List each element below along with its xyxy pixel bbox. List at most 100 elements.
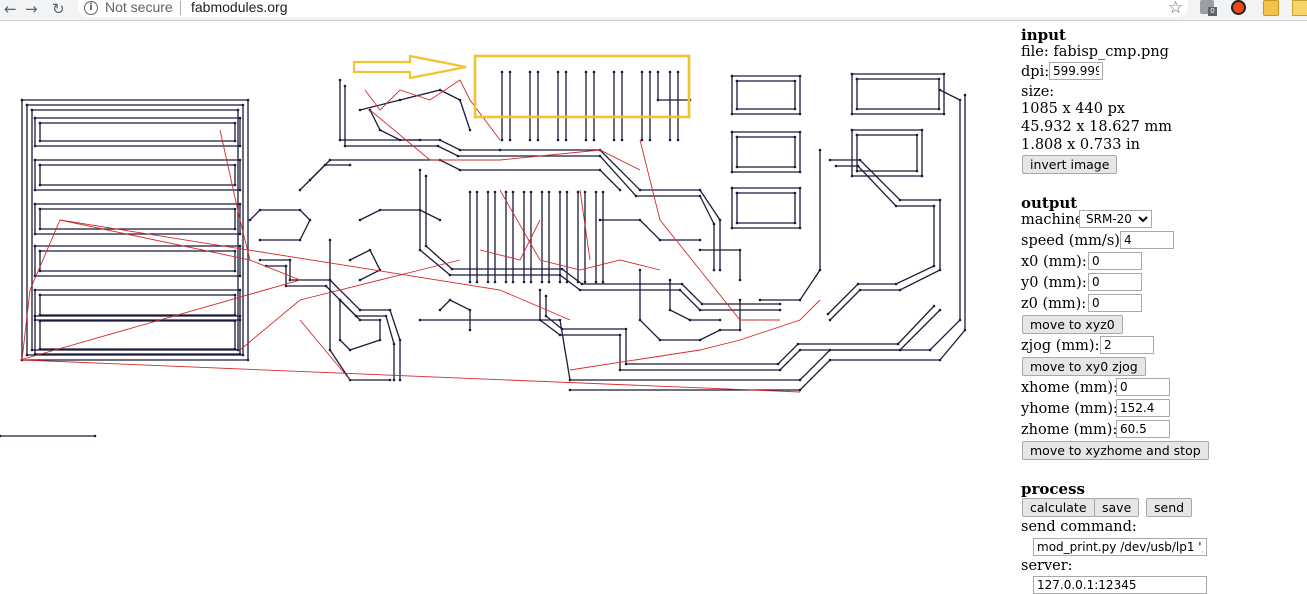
extension-folder-icon[interactable]: [1263, 0, 1279, 16]
machine-label: machine: [1021, 212, 1084, 228]
dpi-input[interactable]: [1049, 62, 1103, 80]
path-vertex: [468, 328, 472, 332]
move-to-xyz0-button[interactable]: move to xyz0: [1022, 315, 1123, 334]
path-vertex: [558, 280, 562, 284]
jog-path: [569, 299, 821, 371]
yhome-input[interactable]: [1116, 399, 1170, 417]
send-command-input[interactable]: [1033, 538, 1207, 556]
save-button[interactable]: save: [1094, 498, 1140, 517]
y0-input[interactable]: [1088, 273, 1142, 291]
path-vertex: [358, 108, 362, 112]
path-vertex: [858, 288, 862, 292]
path-vertex: [38, 183, 42, 187]
path-vertex: [238, 288, 242, 292]
path-vertex: [898, 288, 902, 292]
xhome-label: xhome (mm):: [1021, 380, 1118, 396]
machine-select[interactable]: SRM-20: [1079, 210, 1152, 228]
path-vertex: [958, 318, 962, 322]
zjog-input[interactable]: [1100, 336, 1154, 354]
path-vertex: [398, 138, 402, 142]
z0-input[interactable]: [1088, 294, 1142, 312]
path-vertex: [915, 133, 919, 137]
path-vertex: [93, 434, 97, 438]
path-vertex: [33, 158, 37, 162]
path-vertex: [504, 190, 508, 194]
x0-input[interactable]: [1088, 252, 1142, 270]
server-input[interactable]: [1033, 576, 1207, 594]
path-vertex: [392, 342, 396, 346]
path-vertex: [592, 138, 596, 142]
path-vertex: [343, 144, 347, 148]
path-vertex: [592, 70, 596, 74]
dpi-label: dpi:: [1021, 64, 1050, 80]
path-vertex: [564, 70, 568, 74]
toolpath-canvas[interactable]: [0, 20, 1015, 594]
move-to-xy0-zjog-button[interactable]: move to xy0 zjog: [1022, 357, 1146, 376]
path-vertex: [938, 198, 942, 202]
path-vertex: [668, 70, 672, 74]
extension-record-icon[interactable]: [1231, 0, 1246, 15]
path-vertex: [33, 188, 37, 192]
path-vertex: [38, 207, 42, 211]
extension-note-icon[interactable]: [1292, 0, 1307, 16]
path-vertex: [676, 138, 680, 142]
path-vertex: [248, 218, 252, 222]
jog-moves: [19, 79, 821, 393]
file-name: fabisp_cmp.png: [1053, 44, 1169, 60]
move-to-xyzhome-button[interactable]: move to xyzhome and stop: [1022, 441, 1209, 460]
path-vertex: [601, 190, 605, 194]
cut-path: [39, 164, 236, 186]
arrow-right-icon[interactable]: →: [25, 0, 38, 18]
speed-input[interactable]: [1120, 231, 1174, 249]
path-vertex: [648, 138, 652, 142]
path-vertex: [236, 348, 240, 352]
path-vertex: [796, 342, 800, 346]
path-vertex: [735, 191, 739, 195]
jog-path: [299, 319, 351, 381]
path-vertex: [898, 348, 902, 352]
path-vertex: [640, 138, 644, 142]
path-vertex: [565, 280, 569, 284]
cut-path: [736, 136, 796, 168]
security-label[interactable]: Not secure: [105, 0, 173, 15]
path-vertex: [855, 107, 859, 111]
path-vertex: [798, 186, 802, 190]
path-vertex: [568, 388, 572, 392]
path-vertex: [963, 93, 967, 97]
path-vertex: [758, 298, 762, 302]
path-vertex: [358, 278, 362, 282]
path-vertex: [730, 74, 734, 78]
address-bar[interactable]: [78, 0, 1188, 17]
cut-path: [736, 192, 796, 224]
jog-path: [579, 189, 591, 261]
path-vertex: [776, 362, 780, 366]
cut-path: [731, 131, 801, 173]
path-vertex: [583, 190, 587, 194]
path-vertex: [38, 347, 42, 351]
arrow-left-icon[interactable]: ←: [4, 0, 17, 18]
cut-path: [299, 164, 350, 191]
path-vertex: [915, 169, 919, 173]
url-host[interactable]: fabmodules.org: [191, 0, 288, 15]
server-label: server:: [1021, 558, 1073, 574]
path-vertex: [450, 267, 454, 271]
send-button[interactable]: send: [1146, 498, 1193, 517]
path-vertex: [424, 244, 428, 248]
calculate-button[interactable]: calculate: [1022, 498, 1095, 517]
path-vertex: [38, 227, 42, 231]
path-vertex: [640, 70, 644, 74]
xhome-input[interactable]: [1116, 378, 1170, 396]
path-vertex: [418, 168, 422, 172]
star-icon[interactable]: ☆: [1168, 0, 1184, 18]
info-icon[interactable]: i: [84, 1, 98, 15]
path-vertex: [486, 190, 490, 194]
path-vertex: [354, 314, 358, 318]
reload-icon[interactable]: ↻: [52, 0, 65, 18]
path-vertex: [348, 163, 352, 167]
invert-image-button[interactable]: invert image: [1022, 155, 1118, 174]
path-vertex: [384, 314, 388, 318]
path-vertex: [798, 226, 802, 230]
cut-path: [851, 73, 945, 115]
zhome-input[interactable]: [1116, 420, 1170, 438]
extension-icon[interactable]: 0: [1200, 0, 1217, 16]
